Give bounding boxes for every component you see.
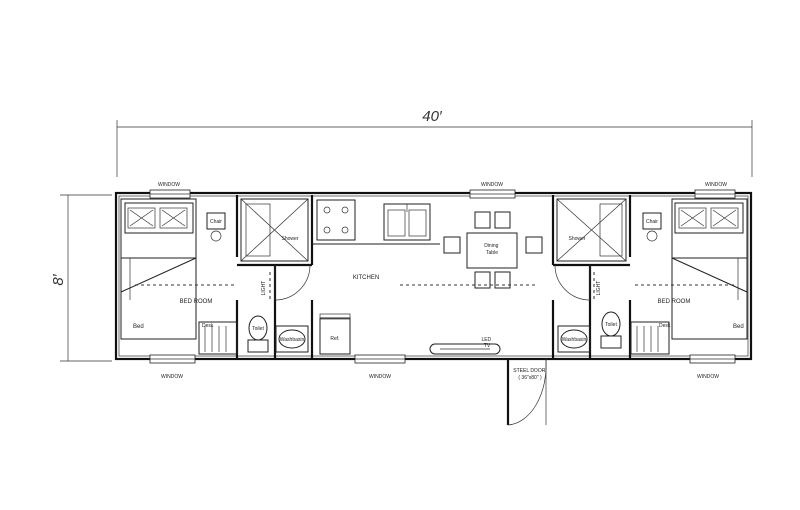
window-label-top-center: WINDOW [481,182,503,188]
dining-table-line-1: Dining [484,243,498,249]
right-bed [671,198,748,340]
window-label-top-right: WINDOW [705,182,727,188]
right-toilet-label: Toilet [605,322,617,328]
right-bath-door-swing [554,264,591,301]
top-windows [149,189,736,199]
left-shower [240,198,309,262]
left-washbasin [275,325,309,353]
right-washbasin [557,325,591,353]
left-washbasin-label: Washbasin [280,337,305,343]
left-bed [120,198,197,340]
right-interior-walls [551,195,632,358]
refrigerator-label: Ref. [330,336,339,342]
left-light-label: LIGHT [261,281,267,296]
width-label: 8′ [50,273,67,285]
right-desk [630,321,670,355]
outer-walls [114,191,753,361]
length-dimension: 40′ [116,108,753,177]
right-washbasin-label: Washbasin [562,337,587,343]
right-bed-label: Bed [733,324,744,330]
window-label-bottom-right: WINDOW [697,374,719,380]
right-bedroom-label: BED ROOM [658,299,691,305]
led-tv-label: LED TV [481,337,492,349]
led-tv [429,343,501,355]
length-label: 40′ [422,108,443,125]
dining-table [443,211,543,289]
stove [316,199,356,241]
right-chair-label: Chair [646,219,658,225]
kitchen-sink [383,203,431,241]
right-desk-label: Desk [659,323,671,329]
steel-door [506,358,547,426]
left-chair [206,212,226,242]
refrigerator [319,313,351,355]
right-toilet [600,311,622,349]
dining-table-line-2: Table [486,250,498,256]
steel-door-label: STEEL DOOR ( 36"x80" ) [513,368,546,381]
left-bed-label: Bed [133,324,144,330]
left-shower-label: Shower [282,236,299,242]
window-label-bottom-center: WINDOW [369,374,391,380]
window-label-bottom-left: WINDOW [161,374,183,380]
left-toilet-label: Toilet [252,326,264,332]
left-desk-label: Desk [202,323,214,329]
left-bedroom-label: BED ROOM [180,299,213,305]
bottom-windows [149,354,736,364]
right-light-label: LIGHT [596,281,602,296]
left-toilet [247,315,269,353]
kitchen-label: KITCHEN [353,275,379,281]
right-chair [642,212,662,242]
window-label-top-left: WINDOW [158,182,180,188]
left-desk [198,321,238,355]
right-shower [556,198,627,262]
dining-table-label: Dining Table [484,243,500,256]
left-interior-walls [235,195,314,358]
left-chair-label: Chair [210,219,222,225]
width-dimension: 8′ [50,194,112,362]
right-shower-label: Shower [569,236,586,242]
left-bath-door-swing [274,264,311,301]
